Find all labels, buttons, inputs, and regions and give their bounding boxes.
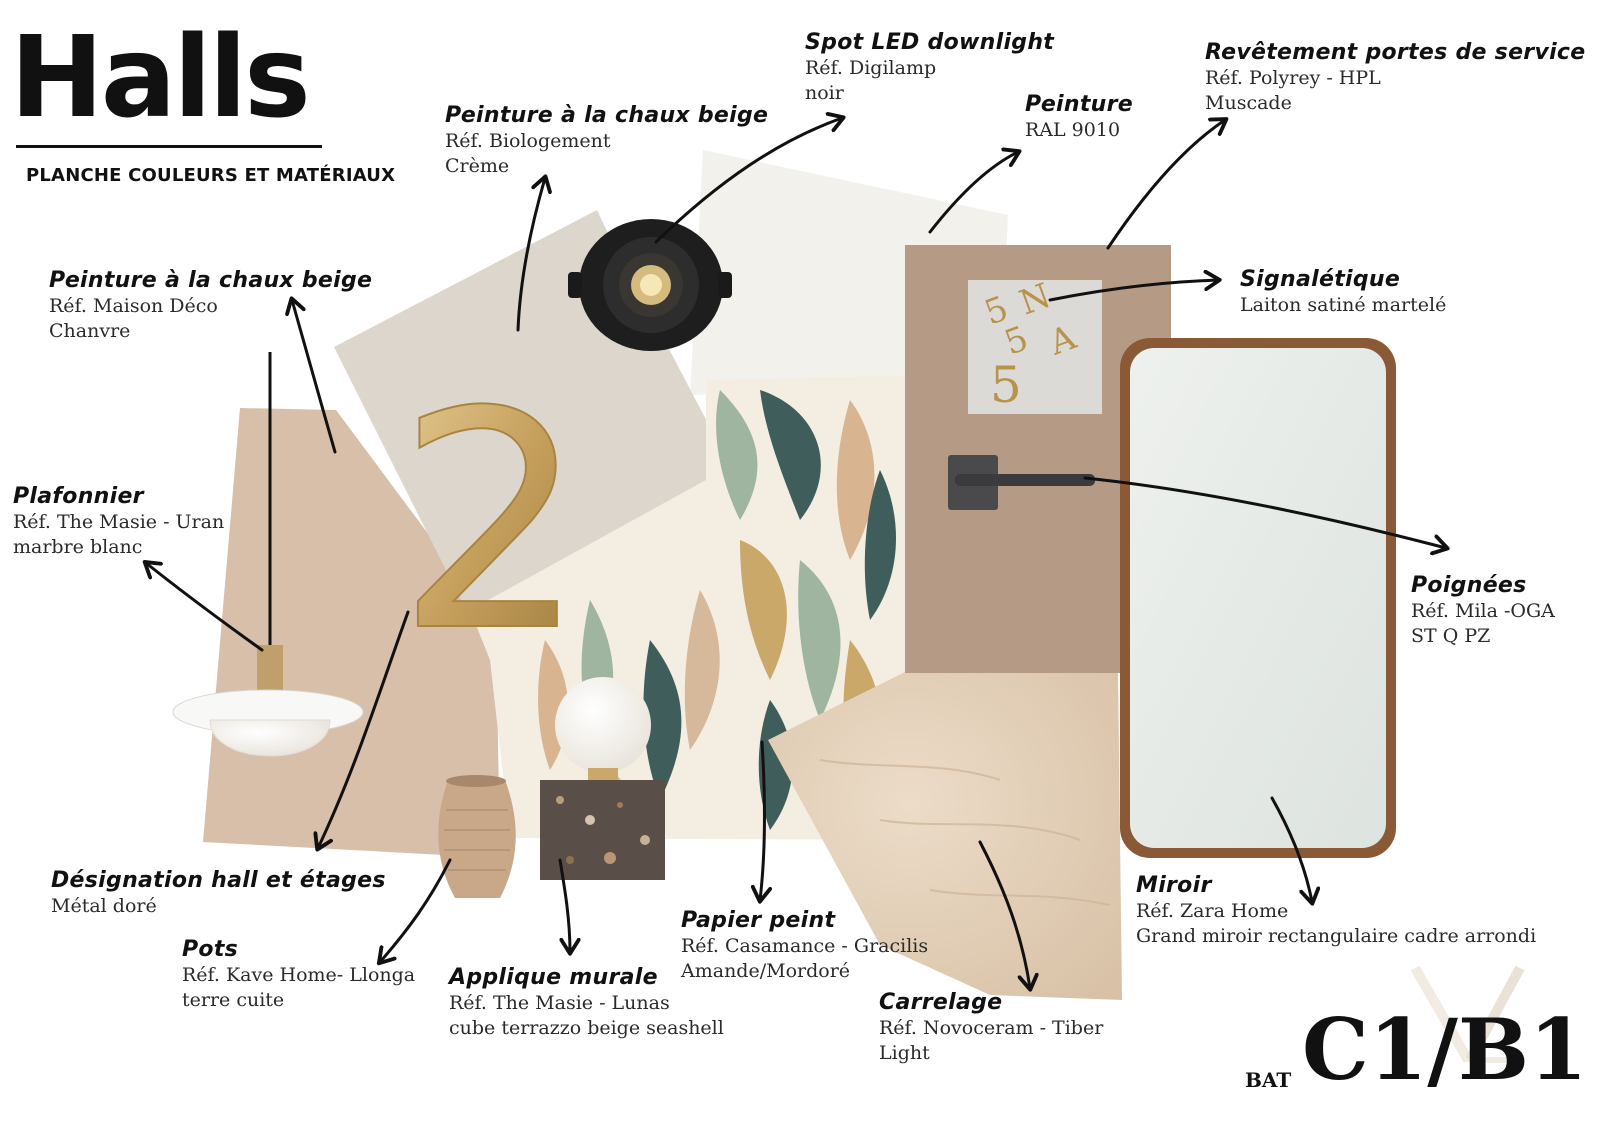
annotation-title: Pots	[182, 937, 239, 962]
arrow-signaletique	[1048, 280, 1218, 302]
annotation-title: Carrelage	[879, 990, 1003, 1015]
annotation-line: marbre blanc	[13, 536, 143, 558]
title-underline	[16, 145, 322, 148]
annotation-line: terre cuite	[182, 989, 285, 1011]
annotation-title: Spot LED downlight	[805, 30, 1055, 55]
annotation-line: Réf. Polyrey - HPL	[1205, 67, 1381, 89]
annotation-line: RAL 9010	[1025, 119, 1121, 141]
travertine-veins	[819, 759, 1111, 906]
page-title: Halls	[10, 13, 311, 143]
annotation-line: Réf. Zara Home	[1136, 900, 1289, 922]
arrow-designation	[318, 610, 410, 848]
annotation-line: Réf. Digilamp	[805, 57, 937, 79]
arrow-plafonnier	[146, 563, 264, 652]
arrow-carrelage	[978, 840, 1030, 988]
ya-logo-mark	[1410, 965, 1525, 1063]
annotation-line: Chanvre	[49, 320, 131, 342]
annotation-designation: Désignation hall et étages Métal doré	[51, 868, 386, 919]
pendant-lamp-icon	[172, 352, 364, 757]
annotation-title: Peinture à la chaux beige	[445, 103, 769, 128]
terracotta-vase-icon	[438, 775, 516, 898]
annotation-line: Réf. The Masie - Lunas	[449, 992, 670, 1014]
annotation-line: Amande/Mordoré	[681, 960, 851, 982]
annotation-papier-peint: Papier peint Réf. Casamance - Gracilis A…	[681, 908, 928, 984]
annotation-title: Désignation hall et étages	[51, 868, 386, 893]
annotation-line: Light	[879, 1042, 930, 1064]
annotation-title: Peinture à la chaux beige	[49, 268, 373, 293]
arrow-applique	[558, 858, 570, 952]
signage-sample: 5 N 5 A 5	[968, 276, 1102, 414]
annotation-miroir: Miroir Réf. Zara Home Grand miroir recta…	[1136, 873, 1536, 949]
annotation-pots: Pots Réf. Kave Home- Llonga terre cuite	[182, 937, 415, 1013]
annotation-poignees: Poignées Réf. Mila -OGA ST Q PZ	[1411, 573, 1555, 649]
annotation-line: Crème	[445, 155, 510, 177]
annotation-title: Miroir	[1136, 873, 1212, 898]
arrow-revetement	[1106, 120, 1225, 250]
annotation-applique: Applique murale Réf. The Masie - Lunas c…	[449, 965, 724, 1041]
annotation-line: Réf. The Masie - Uran	[13, 511, 225, 533]
annotation-peinture-maison-deco: Peinture à la chaux beige Réf. Maison Dé…	[49, 268, 372, 344]
numeral-2-sample: 2	[396, 348, 587, 697]
annotation-title: Poignées	[1411, 573, 1527, 598]
arrow-peinture-maison-deco	[292, 300, 337, 454]
annotation-title: Papier peint	[681, 908, 836, 933]
building-label: BAT	[1245, 1068, 1292, 1092]
annotation-line: Laiton satiné martelé	[1240, 294, 1447, 316]
terrazzo-cube-lamp-icon	[540, 677, 665, 880]
arrow-peinture-biologement	[516, 178, 545, 332]
annotation-line: Réf. Casamance - Gracilis	[681, 935, 929, 957]
annotation-title: Plafonnier	[13, 484, 144, 509]
mirror-sample	[1120, 338, 1396, 858]
annotation-revetement: Revêtement portes de service Réf. Polyre…	[1205, 40, 1586, 116]
annotation-arrows	[146, 118, 1446, 988]
arrow-spot	[654, 118, 842, 244]
annotation-line: noir	[805, 82, 844, 104]
annotation-title: Signalétique	[1240, 267, 1401, 292]
round-black-downlight-icon	[568, 219, 732, 351]
annotation-line: Muscade	[1205, 92, 1292, 114]
annotation-line: Réf. Maison Déco	[49, 295, 218, 317]
annotation-title: Revêtement portes de service	[1205, 40, 1586, 65]
annotation-peinture-ral: Peinture RAL 9010	[1025, 92, 1133, 143]
annotation-line: Grand miroir rectangulaire cadre arrondi	[1136, 925, 1537, 947]
swatch-carrelage	[768, 672, 1122, 1000]
arrow-papier-peint	[760, 740, 764, 900]
annotation-plafonnier: Plafonnier Réf. The Masie - Uran marbre …	[13, 484, 224, 560]
annotation-title: Applique murale	[449, 965, 658, 990]
annotation-line: Réf. Kave Home- Llonga	[182, 964, 416, 986]
annotation-signaletique: Signalétique Laiton satiné martelé	[1240, 267, 1446, 318]
annotation-carrelage: Carrelage Réf. Novoceram - Tiber Light	[879, 990, 1103, 1066]
annotation-line: Réf. Mila -OGA	[1411, 600, 1555, 622]
arrow-poignees	[1083, 476, 1446, 548]
annotation-line: Métal doré	[51, 895, 157, 917]
door-lever-handle-icon	[948, 455, 1095, 510]
annotation-title: Peinture	[1025, 92, 1134, 117]
annotation-line: Réf. Novoceram - Tiber	[879, 1017, 1104, 1039]
page-subtitle: PLANCHE COULEURS ET MATÉRIAUX	[26, 165, 396, 186]
annotation-spot: Spot LED downlight Réf. Digilamp noir	[805, 30, 1054, 106]
annotation-line: ST Q PZ	[1411, 625, 1491, 647]
annotation-line: cube terrazzo beige seashell	[449, 1017, 724, 1039]
annotation-peinture-biologement: Peinture à la chaux beige Réf. Biologeme…	[445, 103, 768, 179]
arrow-peinture-ral	[928, 152, 1018, 234]
building-code: C1/B1	[1302, 1000, 1588, 1099]
signage-char-4: 5	[990, 356, 1022, 414]
annotation-line: Réf. Biologement	[445, 130, 611, 152]
arrow-pots	[380, 858, 452, 962]
arrow-miroir	[1270, 796, 1312, 902]
